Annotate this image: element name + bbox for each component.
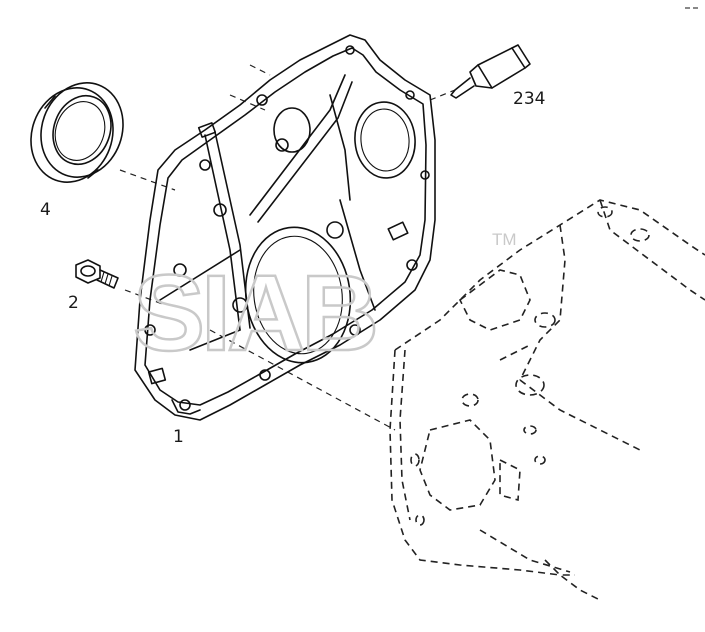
callout-4: 4 xyxy=(40,200,51,220)
bolt-part-2 xyxy=(75,259,119,289)
leader-lines xyxy=(119,64,456,431)
sealant-tube-part-234 xyxy=(450,44,531,99)
callout-234: 234 xyxy=(513,89,545,109)
watermark-logo: SIAB xyxy=(133,252,375,373)
housing-part-1 xyxy=(134,34,436,421)
callout-labels: 4 2 1 234 xyxy=(40,89,545,447)
seal-ring-part-4 xyxy=(30,82,124,183)
callout-1: 1 xyxy=(173,427,184,447)
engine-block-dashed xyxy=(389,199,705,601)
watermark: SIAB TM xyxy=(132,230,517,374)
callout-2: 2 xyxy=(68,293,79,313)
trademark-mark: TM xyxy=(492,230,517,249)
